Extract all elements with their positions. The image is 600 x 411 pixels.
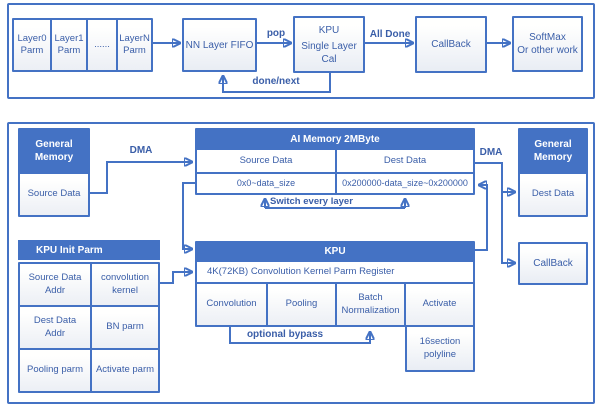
kpu-single-layer-title: KPU — [318, 24, 340, 36]
all-done-label: All Done — [369, 29, 411, 40]
callback-top-box: CallBack — [415, 16, 487, 73]
ai-source-addr-cell: 0x0~data_size — [197, 172, 335, 193]
switch-every-layer-label: Switch every layer — [270, 196, 353, 207]
optional-bypass-label: optional bypass — [246, 329, 324, 340]
kpu-block-title: KPU — [197, 243, 473, 260]
kpu-block: KPU 4K(72KB) Convolution Kernel Parm Reg… — [195, 241, 475, 327]
activate-parm-cell: Activate parm — [90, 348, 158, 391]
ai-source-data-header: Source Data — [197, 148, 335, 172]
callback-bottom-box: CallBack — [518, 242, 588, 285]
kpu-single-layer-box: KPU Single Layer Cal — [293, 16, 365, 73]
general-memory-right-title: General Memory — [520, 130, 586, 172]
dest-data-addr-cell: Dest Data Addr — [20, 305, 91, 348]
bn-parm-cell: BN parm — [90, 305, 158, 348]
16section-polyline-box: 16section polyline — [405, 325, 475, 372]
ai-memory-title: AI Memory 2MByte — [197, 130, 473, 148]
source-data-cell: Source Data — [20, 172, 88, 215]
general-memory-left: General Memory Source Data — [18, 128, 90, 217]
convolution-stage-cell: Convolution — [197, 282, 266, 325]
source-data-addr-cell: Source Data Addr — [20, 264, 91, 305]
batch-normalization-stage-cell: Batch Normalization — [335, 282, 404, 325]
layer1-parm-cell: Layer1 Parm — [50, 20, 86, 70]
dest-data-cell: Dest Data — [520, 172, 586, 215]
activate-stage-cell: Activate — [404, 282, 473, 325]
general-memory-right: General Memory Dest Data — [518, 128, 588, 217]
ai-dest-addr-cell: 0x200000-data_size~0x200000 — [335, 172, 473, 193]
kpu-init-parm-header: KPU Init Parm — [18, 240, 160, 260]
layern-parm-cell: LayerN Parm — [116, 20, 151, 70]
dma-left-label: DMA — [129, 145, 153, 156]
kpu-single-layer-subtitle: Single Layer Cal — [301, 40, 357, 65]
pop-label: pop — [266, 28, 286, 39]
layer-parm-table: Layer0 Parm Layer1 Parm ...... LayerN Pa… — [12, 18, 153, 72]
ai-dest-data-header: Dest Data — [335, 148, 473, 172]
convolution-kernel-cell: convolution kernel — [90, 264, 158, 305]
layer0-parm-cell: Layer0 Parm — [14, 20, 50, 70]
kernel-parm-register-cell: 4K(72KB) Convolution Kernel Parm Registe… — [197, 260, 473, 282]
softmax-box: SoftMax Or other work — [512, 16, 583, 72]
pooling-parm-cell: Pooling parm — [20, 348, 91, 391]
pooling-stage-cell: Pooling — [266, 282, 335, 325]
general-memory-left-title: General Memory — [20, 130, 88, 172]
ai-memory-table: AI Memory 2MByte Source Data Dest Data 0… — [195, 128, 475, 195]
dma-right-label: DMA — [479, 147, 503, 158]
nn-layer-fifo-box: NN Layer FIFO — [182, 18, 257, 72]
kpu-init-parm-table: Source Data Addr convolution kernel Dest… — [18, 262, 160, 393]
layer-ellipsis-cell: ...... — [86, 20, 116, 70]
done-next-label: done/next — [252, 76, 300, 87]
